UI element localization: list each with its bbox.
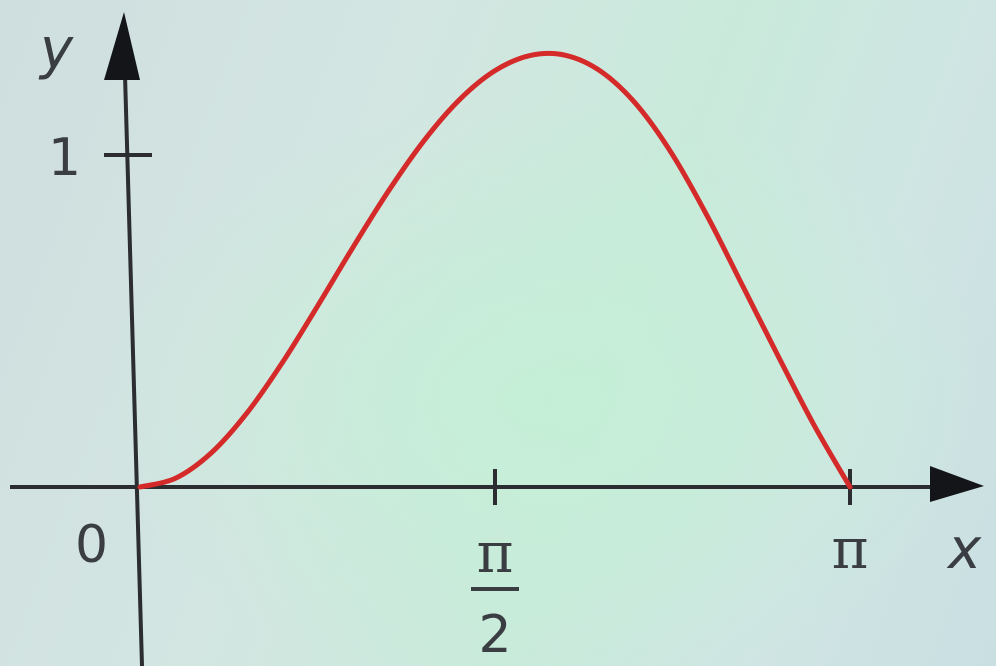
- x-axis-label: x: [946, 517, 982, 582]
- origin-label: 0: [75, 515, 108, 575]
- y-axis-label: y: [38, 17, 74, 82]
- y-tick-label: 1: [48, 128, 81, 188]
- axes: [10, 12, 984, 666]
- x-tick-label-numerator: π: [477, 521, 514, 586]
- x-tick-label: π: [832, 517, 869, 582]
- x-tick-label-denominator: 2: [478, 605, 511, 665]
- y-axis-arrow: [104, 12, 140, 80]
- tick-labels: π 2 π 1: [48, 128, 868, 665]
- x-axis-arrow: [930, 466, 984, 502]
- y-axis: [123, 74, 144, 666]
- series-line: [137, 50, 853, 490]
